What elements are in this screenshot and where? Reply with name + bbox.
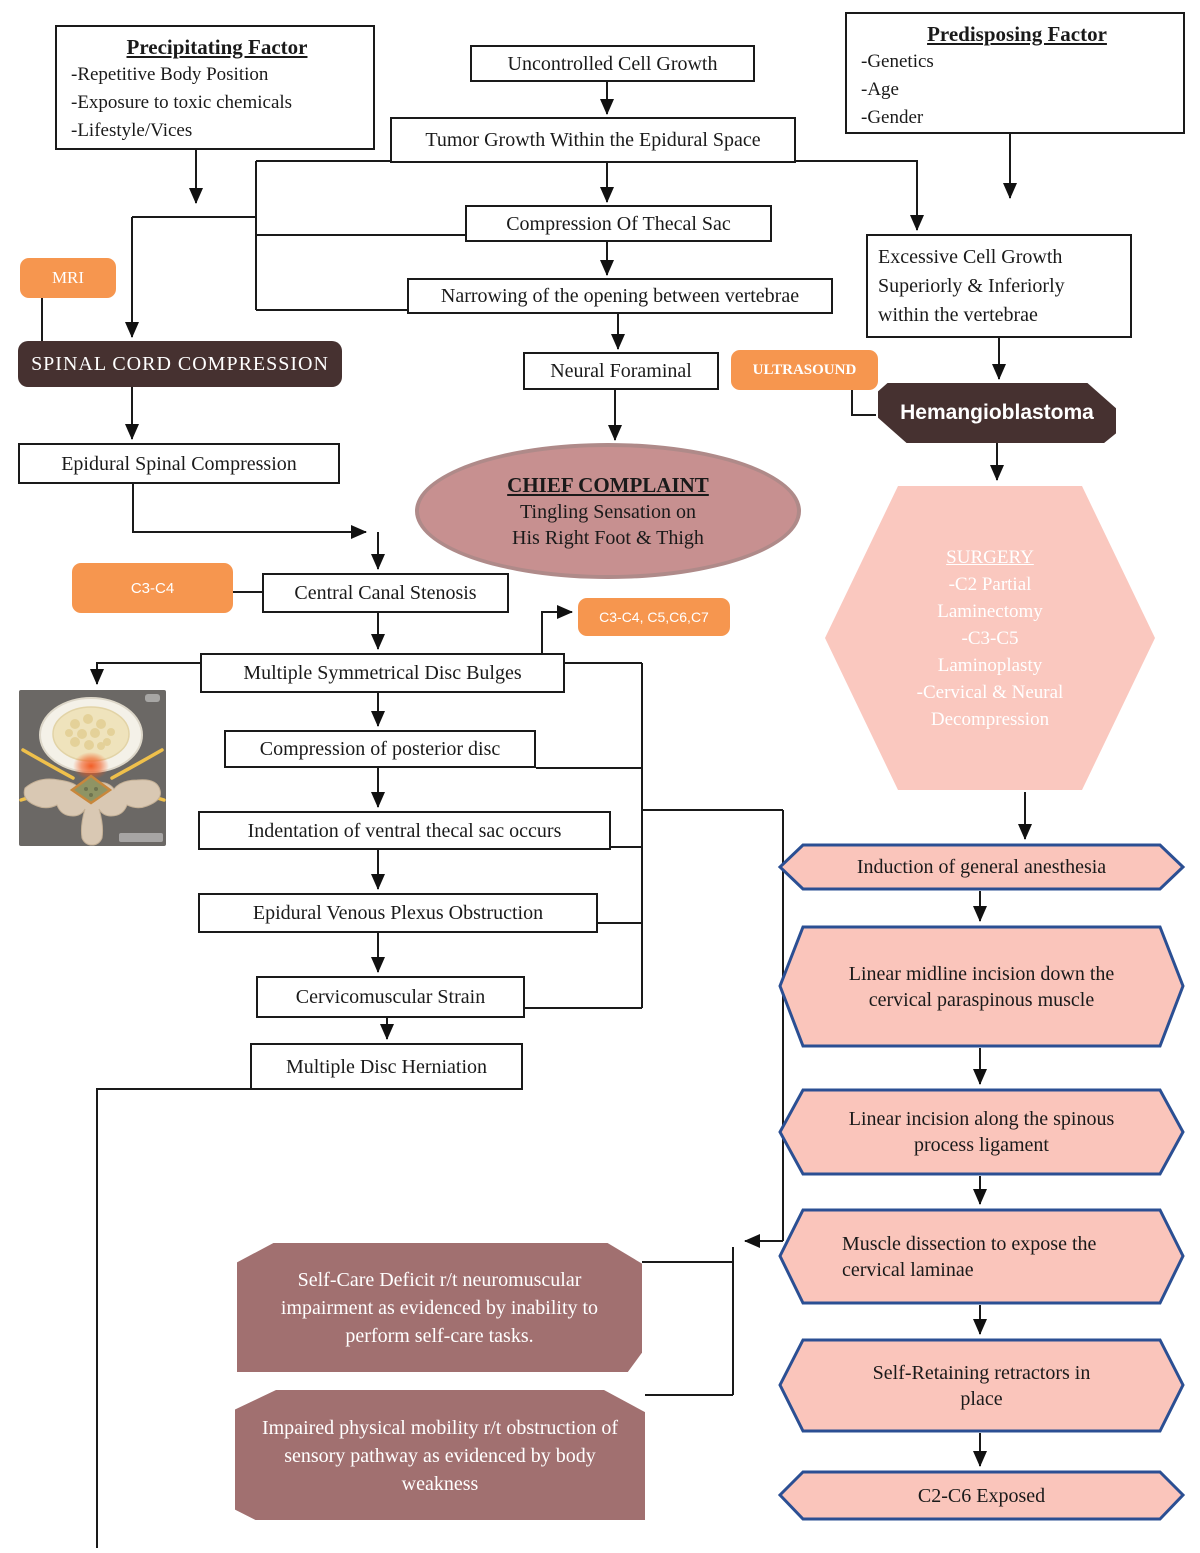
box-multiple-disc-herniation: Multiple Disc Herniation xyxy=(250,1043,523,1090)
box-epidural-spinal-compression: Epidural Spinal Compression xyxy=(18,443,340,484)
label-c3-c4-c5-c6-c7: C3-C4, C5,C6,C7 xyxy=(578,598,730,636)
predisposing-factor-item: -Genetics xyxy=(861,51,934,72)
surgery-text: SURGERY -C2 Partial Laminectomy -C3-C5 L… xyxy=(823,484,1157,792)
box-nursing-diagnosis-2: Impaired physical mobility r/t obstructi… xyxy=(235,1390,645,1520)
chief-complaint-line: Tingling Sensation on xyxy=(520,501,696,523)
surgery-line: -Cervical & Neural xyxy=(916,681,1064,703)
predisposing-factor-title: Predisposing Factor xyxy=(927,22,1107,46)
box-uncontrolled-cell-growth: Uncontrolled Cell Growth xyxy=(470,45,755,82)
precipitating-factor-title: Precipitating Factor xyxy=(126,35,308,59)
surgery-title: SURGERY xyxy=(946,546,1034,568)
box-excessive-cell-growth: Excessive Cell Growth Superiorly & Infer… xyxy=(866,234,1132,338)
box-neural-foraminal: Neural Foraminal xyxy=(523,352,719,390)
chevron-step-2-label: Linear midline incision down the cervica… xyxy=(848,962,1115,1011)
label-ultrasound: ULTRASOUND xyxy=(731,350,878,390)
box-tumor-growth: Tumor Growth Within the Epidural Space xyxy=(390,117,796,163)
chevron-step-5-label: Self-Retaining retractors in place xyxy=(872,1361,1091,1410)
box-compression-thecal-sac: Compression Of Thecal Sac xyxy=(465,205,772,242)
chevron-step-6-label: C2-C6 Exposed xyxy=(917,1484,1046,1507)
box-hemangioblastoma: Hemangioblastoma xyxy=(878,383,1116,443)
watermark-bottom xyxy=(119,833,163,842)
box-narrowing-vertebrae: Narrowing of the opening between vertebr… xyxy=(407,278,833,314)
chief-complaint-line: His Right Foot & Thigh xyxy=(512,527,704,549)
predisposing-factor-item: -Age xyxy=(861,79,899,100)
surgery-line: -C3-C5 xyxy=(961,627,1019,649)
surgery-line: -C2 Partial xyxy=(948,573,1032,595)
hexagon-surgery: SURGERY -C2 Partial Laminectomy -C3-C5 L… xyxy=(823,484,1157,792)
chevron-step-5: Self-Retaining retractors in place xyxy=(778,1338,1185,1433)
vertebra-image xyxy=(19,690,166,846)
precipitating-factor-item: -Repetitive Body Position xyxy=(71,64,269,85)
herniation-spot xyxy=(73,752,109,780)
box-precipitating-factor: Precipitating Factor -Repetitive Body Po… xyxy=(55,25,375,150)
chevron-step-1-label: Induction of general anesthesia xyxy=(856,856,1107,878)
chevron-step-1: Induction of general anesthesia xyxy=(777,843,1186,891)
chevron-step-6: C2-C6 Exposed xyxy=(777,1470,1186,1521)
box-cervicomuscular-strain: Cervicomuscular Strain xyxy=(256,976,525,1018)
chevron-step-4-label: Muscle dissection to expose the cervical… xyxy=(842,1232,1097,1281)
box-predisposing-factor: Predisposing Factor -Genetics -Age -Gend… xyxy=(845,12,1185,134)
box-compression-posterior-disc: Compression of posterior disc xyxy=(224,730,536,768)
box-spinal-cord-compression: SPINAL CORD COMPRESSION xyxy=(18,341,342,387)
box-nursing-diagnosis-1: Self-Care Deficit r/t neuromuscular impa… xyxy=(237,1243,642,1372)
predisposing-factor-item: -Gender xyxy=(861,107,924,128)
chevron-step-2: Linear midline incision down the cervica… xyxy=(778,925,1185,1048)
precipitating-factor-item: -Exposure to toxic chemicals xyxy=(71,92,293,113)
spinal-cord-canal xyxy=(69,774,113,805)
surgery-line: Laminectomy xyxy=(937,600,1043,622)
label-c3-c4: C3-C4 xyxy=(72,563,233,613)
chief-complaint-title: CHIEF COMPLAINT xyxy=(507,473,709,497)
box-epidural-venous-plexus-obstruction: Epidural Venous Plexus Obstruction xyxy=(198,893,598,933)
ellipse-chief-complaint: CHIEF COMPLAINT Tingling Sensation on Hi… xyxy=(415,443,801,579)
label-mri: MRI xyxy=(20,258,116,298)
chevron-step-4: Muscle dissection to expose the cervical… xyxy=(778,1208,1185,1305)
watermark-top xyxy=(145,694,160,702)
surgery-line: Decompression xyxy=(930,708,1050,730)
chevron-step-3-label: Linear incision along the spinous proces… xyxy=(848,1108,1115,1156)
chevron-step-3: Linear incision along the spinous proces… xyxy=(778,1088,1185,1176)
hexagon-shape xyxy=(825,486,1155,790)
box-central-canal-stenosis: Central Canal Stenosis xyxy=(262,573,509,613)
box-multiple-symmetrical-disc-bulges: Multiple Symmetrical Disc Bulges xyxy=(200,653,565,693)
precipitating-factor-item: -Lifestyle/Vices xyxy=(71,120,193,141)
surgery-line: Laminoplasty xyxy=(937,654,1043,676)
box-indentation-ventral-thecal-sac: Indentation of ventral thecal sac occurs xyxy=(198,811,611,850)
nucleus-texture xyxy=(65,714,115,750)
